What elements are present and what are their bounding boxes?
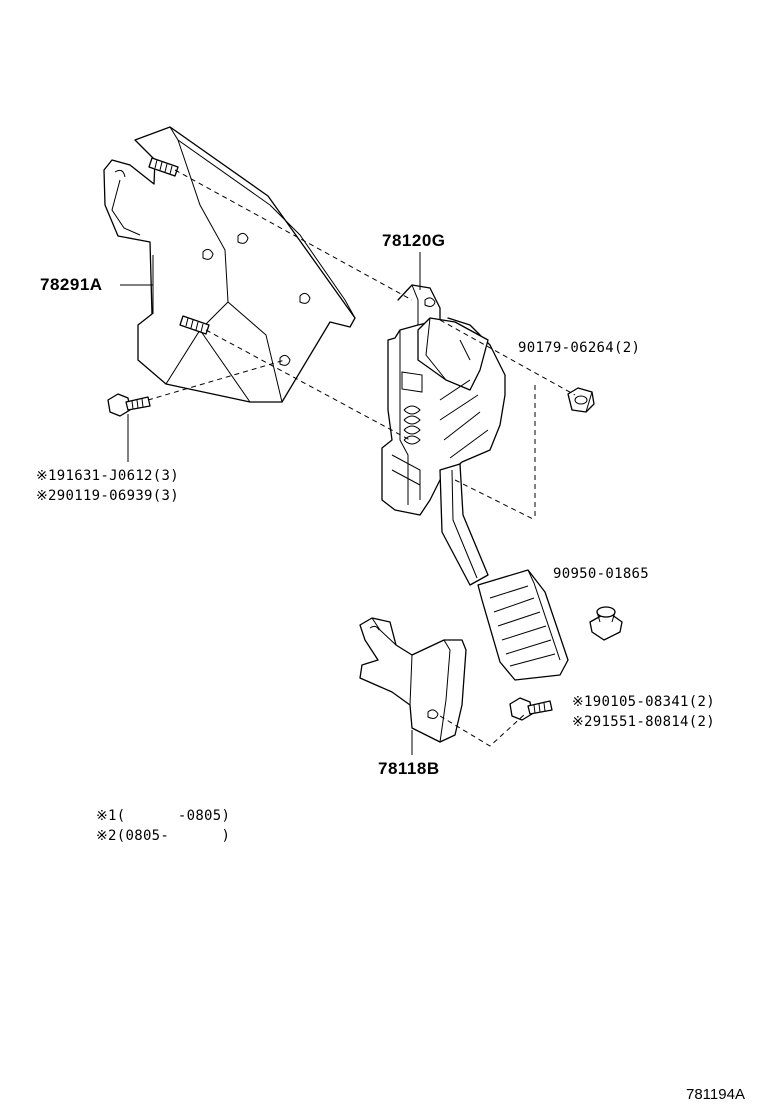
note-mark: ※1: [96, 808, 117, 824]
nut-drawing[interactable]: [567, 387, 595, 413]
pedal-assembly-78120g-drawing[interactable]: [381, 284, 569, 681]
grommet-drawing[interactable]: [589, 606, 623, 641]
part-number: 91551-80814(2): [592, 714, 715, 730]
note-mark: ※1: [36, 468, 57, 484]
note-mark: ※2: [96, 828, 117, 844]
part-grommet-label[interactable]: 90950-01865: [553, 566, 650, 582]
assembly-lines: [147, 169, 576, 747]
note-2: ※2(0805- ): [96, 829, 230, 843]
lower-bolt-drawing[interactable]: [509, 697, 553, 721]
note-text: ( -0805): [116, 808, 231, 824]
bracket-78118b-drawing[interactable]: [359, 617, 467, 743]
label-78120g[interactable]: 78120G: [382, 231, 446, 250]
stud-upper: [148, 157, 179, 177]
upper-bolt-line-1[interactable]: ※191631-J0612(3): [36, 469, 179, 483]
stud-lower: [179, 315, 210, 335]
part-nut-label[interactable]: 90179-06264(2): [518, 340, 641, 356]
part-number: 90119-06939(3): [56, 488, 179, 504]
label-78118b[interactable]: 78118B: [378, 759, 440, 778]
note-mark: ※2: [36, 488, 57, 504]
upper-bolt-drawing[interactable]: [107, 393, 151, 417]
lower-bolt-line-2[interactable]: ※291551-80814(2): [572, 715, 715, 729]
lower-bolt-line-1[interactable]: ※190105-08341(2): [572, 695, 715, 709]
note-text: (0805- ): [116, 828, 231, 844]
diagram-reference: 781194A: [686, 1086, 745, 1103]
label-78291a[interactable]: 78291A: [40, 275, 103, 294]
upper-bolt-line-2[interactable]: ※290119-06939(3): [36, 489, 179, 503]
note-1: ※1( -0805): [96, 809, 230, 823]
part-number: 90105-08341(2): [592, 694, 715, 710]
bracket-78291a-drawing[interactable]: [103, 126, 356, 403]
note-mark: ※1: [572, 694, 593, 710]
leader-lines: [120, 252, 421, 755]
part-number: 91631-J0612(3): [56, 468, 179, 484]
note-mark: ※2: [572, 714, 593, 730]
